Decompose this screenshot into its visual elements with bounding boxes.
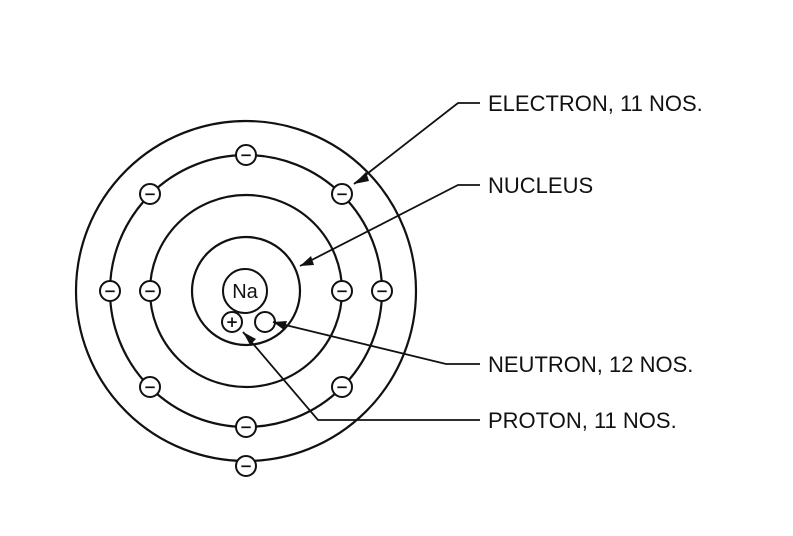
proton-sign: + <box>226 313 239 331</box>
electron-particle <box>235 455 257 477</box>
nucleus-label: NUCLEUS <box>488 173 593 198</box>
electron-arrowhead <box>354 172 369 184</box>
electron-sign: − <box>144 378 157 396</box>
electron-sign: − <box>336 185 349 203</box>
na-nucleus-circle <box>222 268 268 314</box>
electron-group: − − − − − − − − − − − <box>99 144 393 477</box>
neutron-arrowhead <box>273 321 287 330</box>
electron-sign: − <box>144 282 157 300</box>
electron-sign: − <box>336 378 349 396</box>
nucleus-boundary <box>190 235 302 347</box>
electron-sign: − <box>144 185 157 203</box>
neutron-leader-line <box>272 321 480 365</box>
electron-particle <box>139 376 161 398</box>
nucleus-leader-line <box>299 184 480 267</box>
electron-particle <box>139 280 161 302</box>
proton-particle <box>221 311 243 333</box>
nucleus-arrowhead <box>300 256 314 266</box>
electron-leader-line <box>353 102 480 185</box>
electron-particle <box>331 280 353 302</box>
electron-sign: − <box>104 282 117 300</box>
electron-sign: − <box>240 457 253 475</box>
proton-arrowhead <box>243 332 256 345</box>
electron-label: ELECTRON, 11 NOS. <box>488 91 703 116</box>
electron-sign: − <box>240 418 253 436</box>
electron-particle <box>99 280 121 302</box>
electron-particle <box>235 416 257 438</box>
electron-particle <box>235 144 257 166</box>
electron-particle <box>371 280 393 302</box>
neutron-label: NEUTRON, 12 NOS. <box>488 352 693 377</box>
nucleus-symbol: Na <box>232 281 258 303</box>
electron-particle <box>139 183 161 205</box>
electron-particle <box>331 183 353 205</box>
electron-sign: − <box>336 282 349 300</box>
electron-particle <box>331 376 353 398</box>
electron-sign: − <box>240 146 253 164</box>
proton-label: PROTON, 11 NOS. <box>488 408 677 433</box>
neutron-particle <box>254 311 276 333</box>
proton-leader-line <box>242 331 480 421</box>
electron-sign: − <box>376 282 389 300</box>
